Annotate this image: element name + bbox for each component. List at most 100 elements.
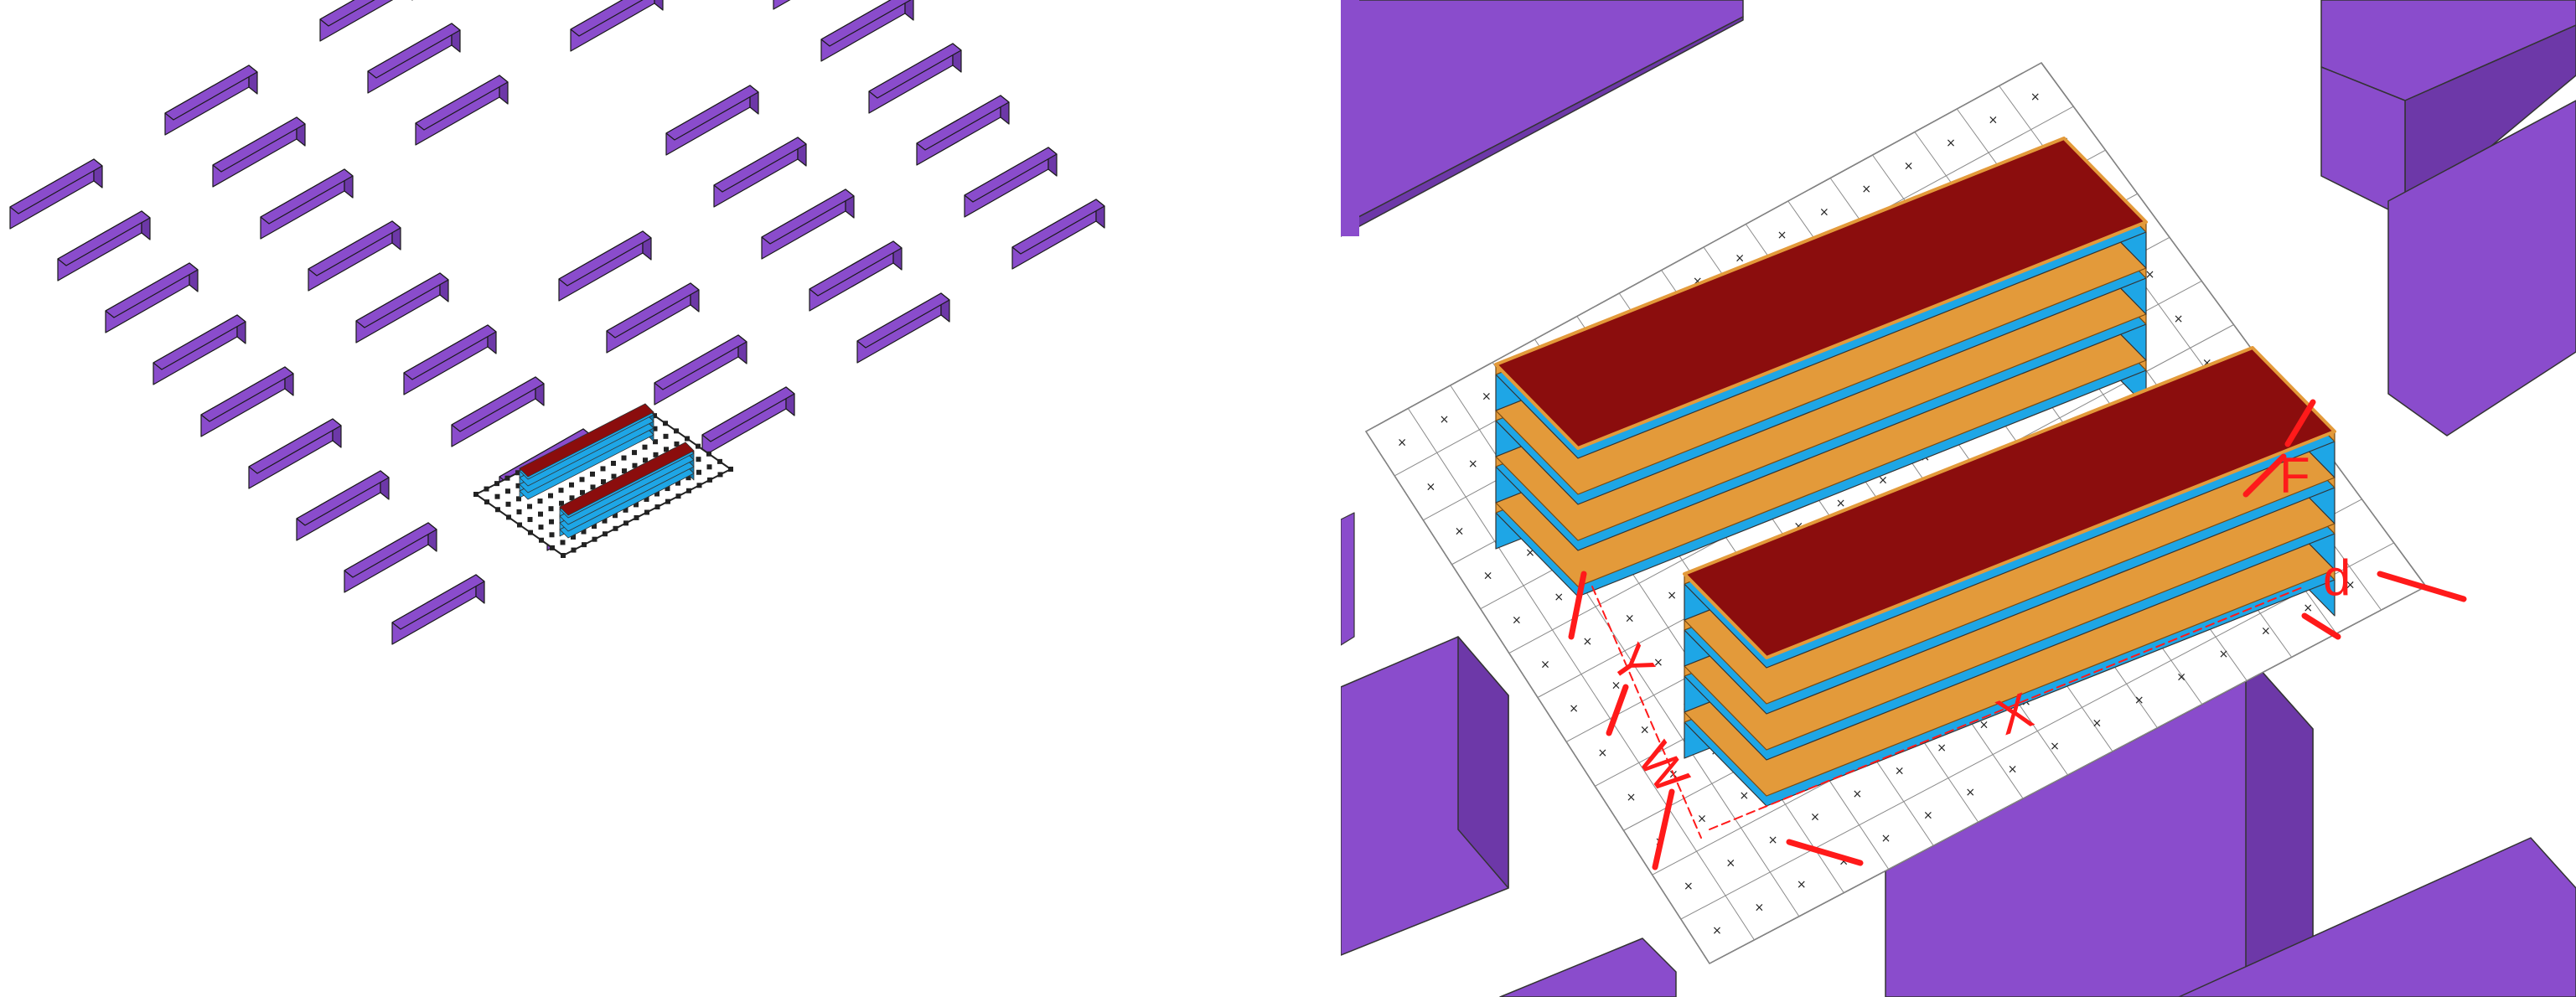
cluster-roof-top-face [559,442,695,516]
context-block-top-face [665,85,759,141]
site-grid-mark [494,481,499,487]
context-block [153,314,246,385]
cluster-building [1494,137,2148,597]
site-grid-line [1709,586,2427,964]
site-grid-mark: × [1839,855,1849,868]
site-grid-mark: × [1768,834,1778,847]
site-grid-mark: × [1881,832,1891,845]
site-grid-mark: × [1440,413,1450,426]
site-grid-mark: × [2145,268,2155,282]
site-grid-mark [652,426,658,431]
site-grid-mark [517,522,522,528]
site-grid-mark: × [1582,635,1592,648]
site-grid-mark [527,517,533,523]
context-block-top-face [403,324,497,380]
site-grid-mark: × [1697,812,1707,825]
context-block-top-face [296,470,390,526]
context-block-top-face [105,262,199,318]
site-grid-mark [505,488,510,494]
context-block [344,522,437,593]
context-block-top-face [355,272,449,328]
context-block [319,0,413,42]
site-grid-mark [560,540,566,545]
dimension-label-d: d [2323,550,2351,606]
context-block [809,240,903,312]
context-block-top-face [916,95,1010,151]
site-grid-mark [558,488,564,493]
context-block [820,0,914,62]
site-grid-mark [696,483,702,488]
site-grid-mark: × [1819,206,1829,220]
context-block-top-face [761,189,855,245]
context-block-top-left-face [1341,0,1359,236]
dimension-tick-w [1652,788,1675,870]
site-grid-mark: × [1540,658,1550,671]
site-grid-mark: × [1653,656,1663,669]
cluster-building [519,403,654,500]
site-grid-mark: × [1989,114,1999,127]
context-block [260,168,354,240]
site-grid-mark: × [1667,589,1677,602]
context-block-top-face [57,210,151,266]
site-grid-mark [484,499,489,505]
site-grid-mark [644,496,649,502]
context-block [105,262,199,333]
site-grid-mark [602,518,608,524]
context-block [367,23,461,94]
site-grid-mark [548,493,553,498]
context-block-top-face [701,386,795,442]
context-block [212,116,306,188]
site-grid-mark: × [1397,437,1407,450]
site-grid-mark [611,473,617,479]
site-grid-mark [590,471,595,477]
site-grid-mark [653,439,658,445]
site-grid-mark: × [1946,137,1956,150]
overview-svg [9,0,1105,645]
cluster-roof [559,442,695,516]
dimension-label-f: F [2279,447,2310,504]
site-grid-mark [686,488,691,493]
context-block-top-face [820,0,912,47]
site-grid-mark: × [1712,924,1722,938]
dimension-tick-y-bottom [1606,684,1629,736]
site-grid-mark: × [2176,670,2186,684]
site-grid-mark: × [2202,357,2212,370]
context-block [606,282,700,354]
site-grid-mark: × [1923,808,1933,822]
context-block-right [2387,100,2576,437]
site-grid-mark [717,472,723,478]
context-block [57,210,151,282]
context-block-top-face [153,314,246,370]
site-grid-mark [515,470,520,476]
site-grid-mark [548,506,554,512]
site-grid-mark: × [1627,791,1637,804]
site-grid-mark: × [2219,648,2229,661]
site-grid-mark: × [1965,786,1975,799]
site-grid-mark: × [2303,602,2313,615]
context-block [9,158,103,230]
site-grid-mark [706,451,711,457]
site-grid-mark [538,524,544,530]
site-grid-mark [652,413,657,419]
site-grid-mark [632,462,638,468]
site-grid-mark [632,450,637,456]
site-grid-mark [527,504,532,509]
site-grid-mark [537,498,543,504]
site-grid-mark [569,482,574,488]
site-grid-mark: × [1810,810,1820,824]
site-grid-mark [506,514,511,520]
site-grid-mark [717,458,722,464]
site-grid-mark [728,467,733,472]
site-grid-mark [634,502,639,508]
site-grid-mark: × [1640,724,1650,737]
context-block-top-face [809,240,903,297]
site-grid-mark [654,504,660,510]
context-block-bottom-right [2178,837,2576,997]
cluster-building [559,442,695,539]
site-grid-mark: × [1569,702,1579,715]
site-grid-mark [623,507,628,513]
site-grid-mark [623,520,628,526]
site-grid-mark [592,536,597,542]
site-grid-mark: × [1512,613,1522,627]
site-grid-mark [582,542,587,548]
